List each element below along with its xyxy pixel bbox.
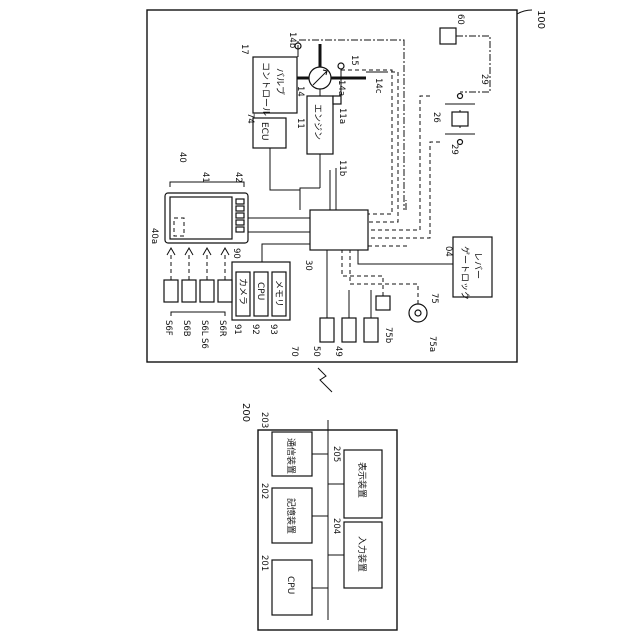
sensor-s6f-ref: S6F <box>163 320 173 336</box>
ecu-to-controller <box>270 148 300 190</box>
display-buttons-42 <box>236 199 244 232</box>
unit-70-ref: 70 <box>289 346 299 357</box>
memory-label: メモリ <box>273 280 283 307</box>
sensor-s6b-ref: S6B <box>181 320 191 337</box>
control-valve-ref: 17 <box>239 44 249 55</box>
box-75b <box>376 296 390 310</box>
signal-line-29a <box>368 96 430 230</box>
unit-50-ref: 50 <box>311 346 321 357</box>
display-buttons-ref: 42 <box>233 172 243 183</box>
cpu-ref: 92 <box>250 324 260 335</box>
pump-ref: 14 <box>295 86 305 97</box>
dial-75-center <box>415 310 421 316</box>
engine-sensor-11a <box>333 96 341 104</box>
display-screen-ref: 41 <box>200 172 210 183</box>
ref-15: 15 <box>349 55 359 66</box>
unit-70 <box>320 318 334 342</box>
unit-49-ref: 49 <box>333 346 343 357</box>
comm-203-ref: 203 <box>259 412 269 428</box>
control-valve-label-1: コントロール <box>260 62 270 116</box>
system-100: 100 ECU 74 コントロール バルブ 17 エンジン 11 11a 11b… <box>147 10 546 362</box>
unit-49 <box>364 318 378 342</box>
actuator-body <box>452 112 468 126</box>
sensor-arrows <box>171 252 225 280</box>
shaft-to-controller <box>300 188 320 210</box>
ref-29-bottom: 29 <box>449 144 459 155</box>
dial-ref: 75 <box>429 293 439 304</box>
gate-lock-line <box>358 250 453 264</box>
unit-90-to-controller <box>262 244 310 262</box>
gate-lock-ref: 04 <box>443 246 453 257</box>
cpu-label: CPU <box>255 282 265 300</box>
box-75b-line <box>342 250 383 296</box>
display-ref: 40 <box>177 152 187 163</box>
wireless-link-icon <box>318 368 332 392</box>
system-100-ref: 100 <box>535 10 546 29</box>
sensor-arrowheads <box>167 248 229 255</box>
sensor-bracket <box>171 312 225 316</box>
sensor-s6r-ref: S6R <box>217 320 227 337</box>
display-screen-41 <box>170 197 232 239</box>
camera-label: カメラ <box>237 278 248 305</box>
switch-29-top <box>458 94 463 99</box>
system-100-frame <box>147 10 517 362</box>
sensor-group-s6: S6F S6B S6L S6R S6 <box>163 248 232 349</box>
engine-ref-b: 11b <box>337 160 347 176</box>
sensor-group-ref: S6 <box>199 338 209 349</box>
system-200-ref: 200 <box>240 403 251 422</box>
controller-30-box <box>310 210 368 250</box>
cpu-201-label: CPU <box>285 576 295 594</box>
gate-lock-label-1: ゲートロック <box>459 246 471 300</box>
sensor-s6f <box>164 280 178 302</box>
pump-ref-c: 14c <box>373 78 383 94</box>
box-60 <box>440 28 456 44</box>
cpu-201-ref: 201 <box>259 555 269 571</box>
memory-ref: 93 <box>268 324 278 335</box>
comm-203-label: 通信装置 <box>285 438 297 474</box>
engine-ref: 11 <box>295 118 305 129</box>
input-204-ref: 204 <box>331 518 341 534</box>
sensor-s6r <box>218 280 232 302</box>
ref-29-top: 29 <box>479 74 489 85</box>
storage-202-label: 記憶装置 <box>285 498 297 534</box>
signal-line-2 <box>341 70 392 214</box>
controller-30-ref: 30 <box>303 260 313 271</box>
sensor-s6l-ref: S6L <box>199 320 209 336</box>
sensor-s6l <box>200 280 214 302</box>
ecu-ref: 74 <box>245 113 255 124</box>
camera-ref: 91 <box>232 324 242 335</box>
engine-label: エンジン <box>312 104 322 140</box>
sensor-s6b <box>182 280 196 302</box>
sensor-15 <box>338 63 344 69</box>
control-valve-label-2: バルブ <box>274 68 286 95</box>
gate-lock-label-2: レバー <box>472 252 483 279</box>
ref-26: 26 <box>431 112 441 123</box>
display-to-controller <box>248 218 310 232</box>
dial-ref-a: 75a <box>427 336 437 352</box>
engine-ref-a: 11a <box>337 108 347 124</box>
engine-to-controller <box>330 168 336 210</box>
box-60-ref: 60 <box>455 14 465 25</box>
system-100-leader <box>517 10 532 14</box>
disp-205-ref: 205 <box>331 446 341 462</box>
unit-90-ref: 90 <box>231 248 241 259</box>
input-204-label: 入力装置 <box>356 536 368 572</box>
signal-line-14c <box>368 72 398 222</box>
ecu-label: ECU <box>259 122 269 141</box>
display-area-ref: 40a <box>149 228 159 244</box>
box-75b-ref: 75b <box>383 327 393 343</box>
system-200: 200 CPU 201 記憶装置 202 通信装置 203 入力装置 204 表… <box>240 403 397 630</box>
storage-202-ref: 202 <box>259 483 269 499</box>
unit-50 <box>342 318 356 342</box>
disp-205-label: 表示装置 <box>356 462 368 498</box>
